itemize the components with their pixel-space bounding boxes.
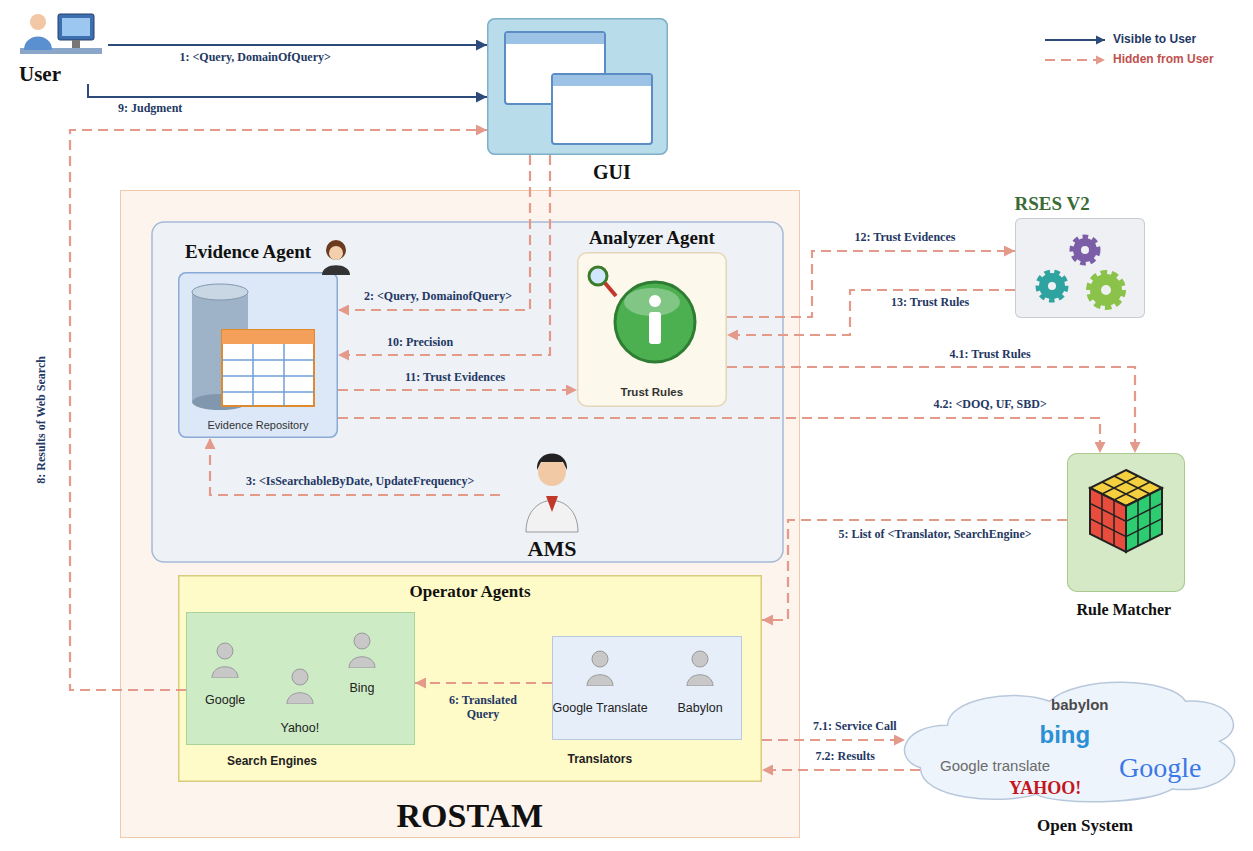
info-icon — [589, 267, 695, 362]
legend-text: Visible to User — [1113, 33, 1196, 47]
hidden-flow-arrow — [338, 418, 1100, 453]
hidden-flow-arrow — [210, 438, 500, 495]
step-label: 11: Trust Evidences — [405, 371, 505, 385]
agent-group-box: Operator AgentsSearch Engines GoogleYahoo… — [178, 575, 762, 782]
cloud-outline — [904, 682, 1234, 801]
agent-panel — [152, 222, 783, 562]
system-ground — [120, 190, 800, 838]
agent-name: Analyzer Agent — [589, 227, 715, 249]
agent-name: Google — [205, 693, 245, 707]
hidden-flow-arrow — [338, 389, 577, 391]
hidden-flow-arrow — [762, 769, 920, 771]
hidden-flow-arrow — [762, 520, 1067, 620]
hidden-flow-arrow — [762, 739, 905, 741]
hidden-flow-arrow — [70, 130, 487, 690]
system-name: ROSTAM — [397, 796, 544, 835]
agent-name: Google Translate — [553, 701, 648, 715]
legend-arrowhead — [1096, 56, 1105, 65]
service-logo: YAHOO! — [1009, 778, 1081, 799]
service-logo: bing — [1040, 721, 1091, 749]
step-label: 13: Trust Rules — [891, 296, 969, 310]
agent-name: Yahoo! — [280, 721, 319, 735]
step-label: 4.1: Trust Rules — [950, 348, 1031, 362]
group-title: Search Engines — [227, 755, 317, 769]
agent-name: Babylon — [678, 701, 723, 715]
step-label: 2: <Query, DomainofQuery> — [364, 290, 512, 304]
step-label: 1: <Query, DomainOfQuery> — [180, 51, 331, 65]
group-box: TranslatorsGoogle TranslateBabylon — [552, 636, 742, 740]
service-logo: Google translate — [940, 757, 1050, 774]
step-label: 7.1: Service Call — [813, 720, 897, 734]
user-icon — [20, 14, 102, 54]
component-name: Rule Matcher — [1077, 601, 1172, 619]
hidden-flow-arrow — [727, 251, 1015, 317]
tool-box: RSES V2 — [1015, 218, 1145, 318]
visible-flow-arrow — [88, 84, 487, 97]
step-label: 8: Results of Web Search — [35, 356, 49, 484]
cloud-name: Open System — [1037, 816, 1133, 836]
agent-name: AMS — [528, 536, 577, 561]
hidden-flow-arrow — [727, 367, 1135, 453]
ams-icon — [526, 454, 578, 533]
step-label: 7.2: Results — [816, 750, 875, 764]
agent-name: Bing — [350, 681, 375, 695]
gears-icon — [1039, 238, 1122, 306]
group-title: Operator Agents — [410, 582, 531, 602]
agent-name: Evidence Agent — [185, 241, 311, 263]
database-icon — [192, 284, 314, 410]
step-label: 12: Trust Evidences — [855, 231, 956, 245]
tool-name: RSES V2 — [1015, 193, 1090, 215]
step-label: 3: <IsSearchableByDate, UpdateFrequency> — [246, 475, 474, 489]
legend-text: Hidden from User — [1113, 53, 1214, 67]
visible-flow-arrow — [108, 44, 487, 46]
agent-icon — [322, 240, 350, 275]
step-label: 5: List of <Translator, SearchEngine> — [839, 528, 1032, 542]
service-logo: babylon — [1051, 696, 1109, 713]
step-label: 10: Precision — [387, 336, 453, 350]
cube-icon — [1090, 470, 1162, 552]
step-label: 6: Translated Query — [443, 694, 523, 722]
hidden-flow-arrow — [338, 155, 550, 355]
legend-arrowhead — [1096, 36, 1105, 45]
component-label: Trust Rules — [621, 386, 684, 399]
window-icon — [505, 32, 652, 144]
step-label: 4.2: <DOQ, UF, SBD> — [934, 398, 1047, 412]
component-label: Evidence Repository — [208, 419, 309, 432]
group-title: Translators — [568, 753, 633, 767]
component-name: GUI — [593, 161, 631, 184]
actor-name: User — [19, 62, 61, 86]
service-logo: Google — [1119, 752, 1201, 784]
hidden-flow-arrow — [415, 682, 552, 684]
step-label: 9: Judgment — [118, 102, 182, 116]
hidden-flow-arrow — [727, 290, 1015, 335]
hidden-flow-arrow — [338, 155, 530, 310]
